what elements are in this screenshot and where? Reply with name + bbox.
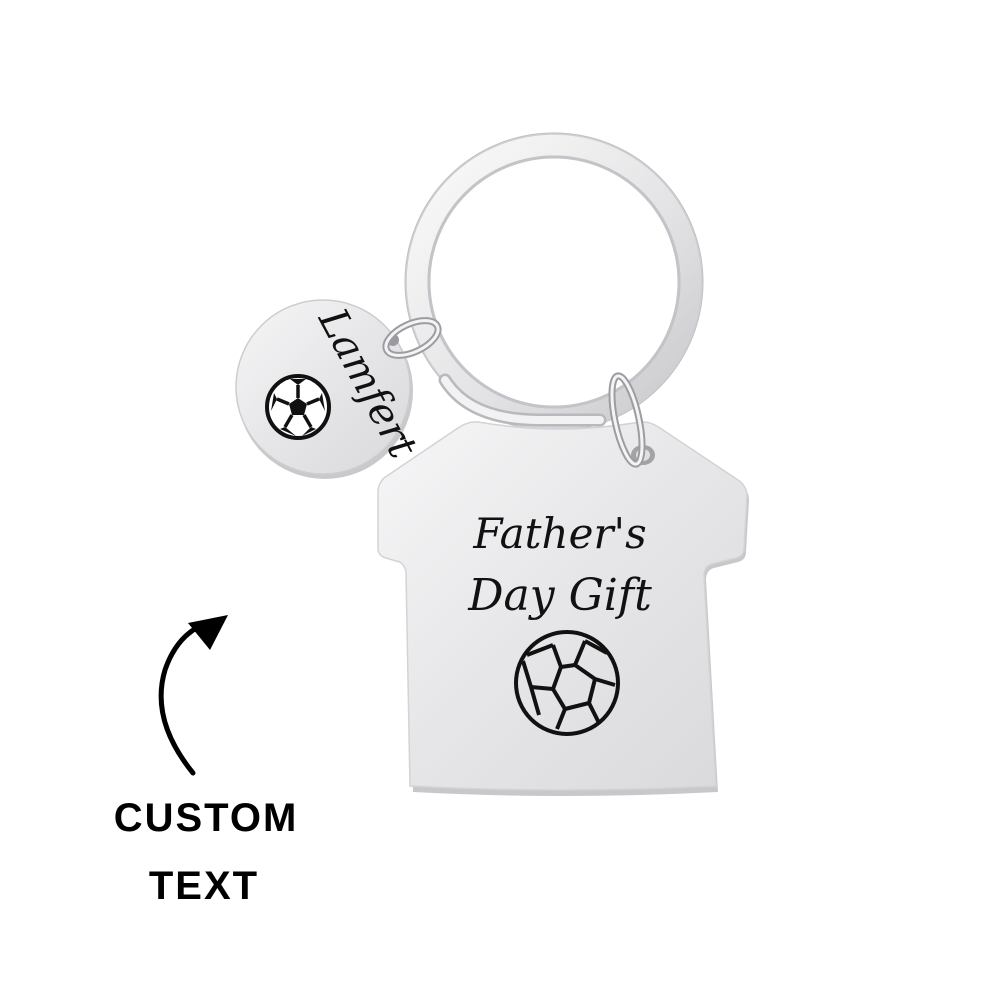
shirt-tag-line2: Day Gift [467,570,652,621]
shirt-tag: Father's Day Gift [377,421,749,796]
round-tag: Lamfert [235,299,426,479]
jump-ring-shirt-tag [608,372,646,468]
soccer-ball-icon [265,374,331,440]
jump-ring-round-tag [382,317,442,359]
curved-arrow-icon [158,615,228,776]
soccer-ball-icon [514,630,620,736]
shirt-tag-line1: Father's [472,509,646,558]
key-ring [404,132,704,432]
custom-text-label-line2: TEXT [148,864,260,908]
custom-text-label-line1: CUSTOM [113,796,299,840]
